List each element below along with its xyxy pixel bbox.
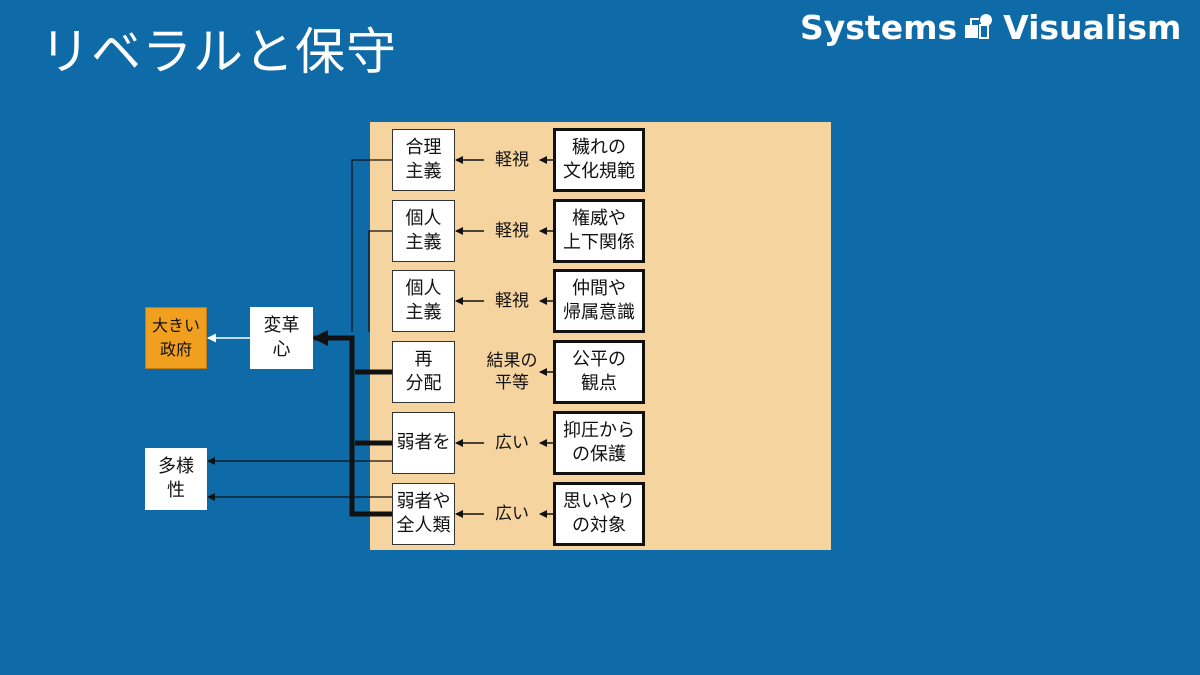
row-4-link-label: 結果の 平等 <box>486 351 538 393</box>
row-arrows <box>455 156 553 518</box>
factors-panel <box>370 122 831 550</box>
row-2-link-label: 軽視 <box>495 221 529 241</box>
row-3-link-label: 軽視 <box>495 291 529 311</box>
row-6-left-box: 弱者や 全人類 <box>392 483 455 545</box>
row-2-left-box: 個人 主義 <box>392 200 455 262</box>
reform-box: 変革 心 <box>250 307 313 369</box>
row-5-right-box: 抑圧から の保護 <box>553 411 645 475</box>
feeder-row-1 <box>351 159 392 332</box>
feeder-row-6 <box>330 335 392 517</box>
thin-feeders <box>351 159 392 332</box>
row-6-right-box: 思いやり の対象 <box>553 482 645 546</box>
row-3-left-box: 個人 主義 <box>392 270 455 332</box>
row-4-left-box: 再 分配 <box>392 341 455 403</box>
thick-feeders <box>330 335 392 517</box>
row-4-right-box: 公平の 観点 <box>553 340 645 404</box>
systems-visualism-logo-icon <box>965 13 993 39</box>
row-1-left-box: 合理 主義 <box>392 129 455 191</box>
brand-right-text: Visualism <box>1003 8 1182 47</box>
brand-logo: Systems Visualism <box>800 8 1181 47</box>
row-1-link-label: 軽視 <box>495 150 529 170</box>
row-1-right-box: 穢れの 文化規範 <box>553 128 645 192</box>
big-government-box: 大きい 政府 <box>145 307 207 369</box>
row-5-link-label: 広い <box>495 433 529 453</box>
brand-left-text: Systems <box>800 8 958 47</box>
page-title: リベラルと保守 <box>40 23 397 81</box>
row-3-right-box: 仲間や 帰属意識 <box>553 269 645 333</box>
diversity-box: 多様 性 <box>145 448 207 510</box>
row-5-left-box: 弱者を <box>392 412 455 474</box>
feeder-row-2 <box>368 230 392 332</box>
row-6-link-label: 広い <box>495 504 529 524</box>
row-2-right-box: 権威や 上下関係 <box>553 199 645 263</box>
